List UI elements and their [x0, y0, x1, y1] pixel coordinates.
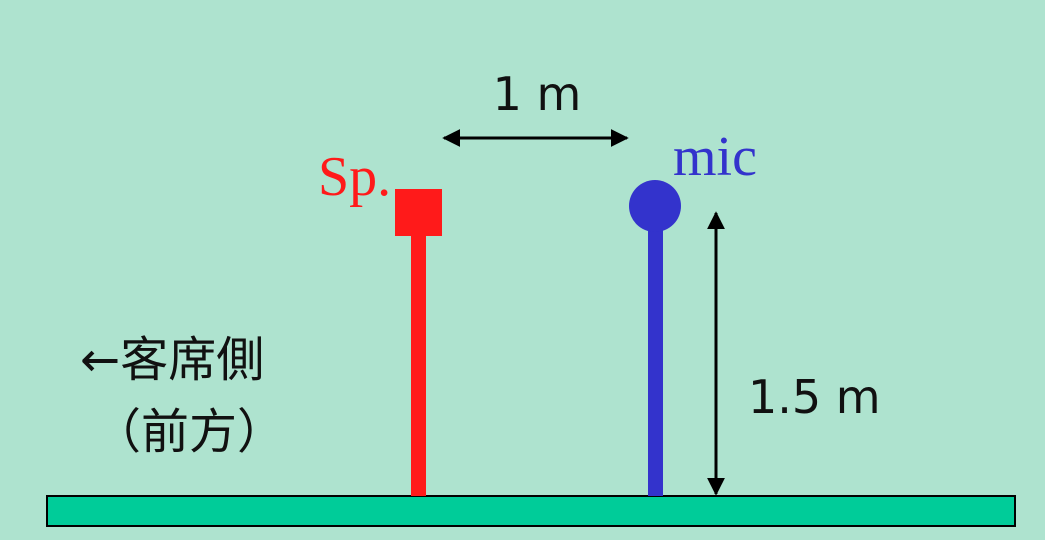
speaker-stand: [411, 232, 426, 496]
front-label: （前方）: [93, 404, 285, 460]
distance-label: 1 m: [493, 67, 582, 121]
mic-stand: [648, 228, 663, 496]
audience-side-label: ←客席側: [80, 332, 264, 388]
speaker-label: Sp.: [318, 146, 391, 208]
floor: [46, 495, 1016, 527]
mic-head: [629, 180, 681, 232]
height-label: 1.5 m: [748, 370, 881, 424]
mic-label: mic: [673, 126, 757, 188]
speaker-box: [395, 189, 442, 236]
